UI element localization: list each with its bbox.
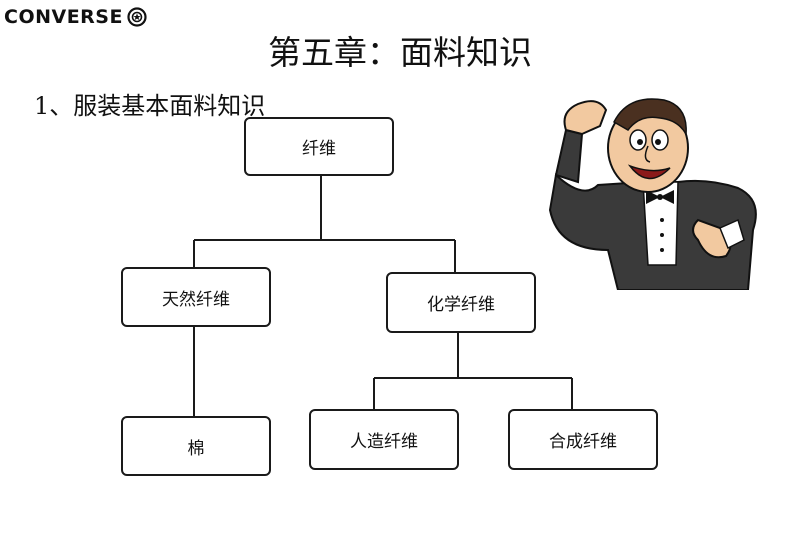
node-fiber: 纤维 [244, 117, 394, 176]
node-cotton: 棉 [121, 416, 271, 476]
node-chemical-fiber: 化学纤维 [386, 272, 536, 333]
node-natural-fiber: 天然纤维 [121, 267, 271, 327]
node-manmade-fiber: 人造纤维 [309, 409, 459, 470]
thinking-man-icon [548, 90, 768, 294]
converse-star-icon [127, 7, 147, 27]
logo-text: CONVERSE [4, 6, 123, 28]
converse-logo: CONVERSE [4, 4, 147, 30]
node-synthetic-fiber: 合成纤维 [508, 409, 658, 470]
slide-title: 第五章：面料知识 [268, 33, 532, 72]
slide-subtitle: 1、服装基本面料知识 [34, 92, 266, 120]
